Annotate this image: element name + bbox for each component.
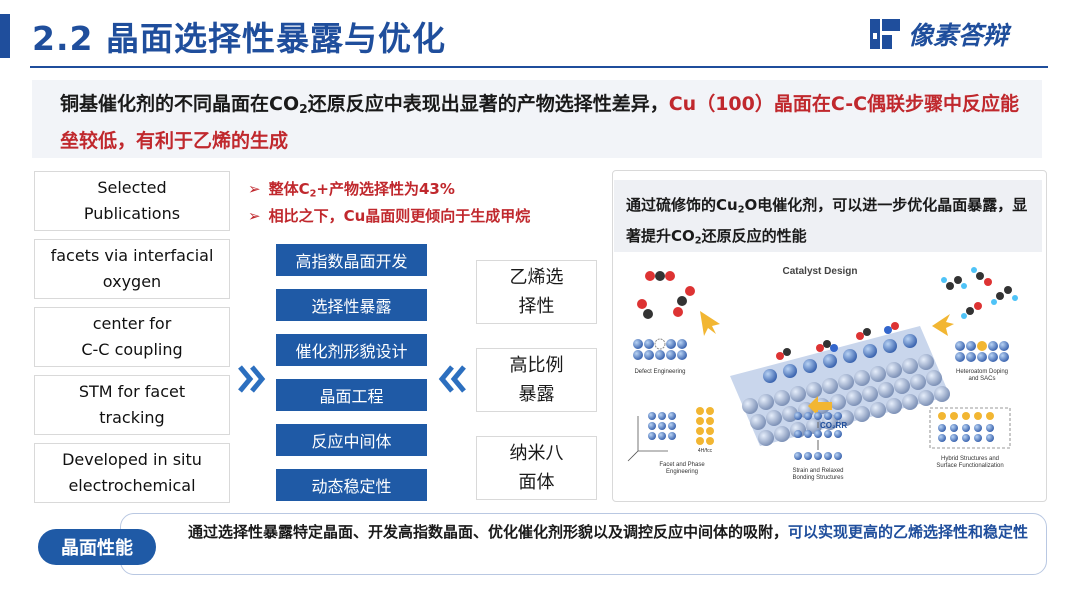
center-item-4: 晶面工程	[276, 379, 427, 411]
fig-label-heteroatom-2: and SACs	[968, 376, 995, 382]
pub-4-line1: STM for facet	[78, 382, 186, 401]
arrow-icon	[700, 311, 720, 336]
bullet-1-sub: 2	[309, 188, 317, 200]
header-accent-bar	[0, 14, 10, 58]
intro-part2: 还原反应中表现出显著的产物选择性差异，	[307, 93, 669, 115]
bullet-2: ➢ 相比之下，Cu晶面则更倾向于生成甲烷	[248, 205, 530, 226]
heteroatom-doping-illustration: Heteroatom Doping and SACs	[955, 341, 1009, 382]
panel-text-sub2: 2	[694, 235, 702, 247]
center-item-1: 高指数晶面开发	[276, 244, 427, 276]
bullet-2-text: 相比之下，Cu晶面则更倾向于生成甲烷	[268, 207, 531, 225]
defect-engineering-illustration: Defect Engineering	[633, 338, 687, 375]
catalyst-surface-slab: CO₂RR	[730, 322, 950, 446]
footer-text-main: 通过选择性暴露特定晶面、开发高指数晶面、优化催化剂形貌以及调控反应中间体的吸附，	[188, 523, 789, 541]
brand-mark-icon	[870, 19, 900, 49]
bullet-1-pre: 整体C	[268, 180, 310, 198]
center-item-5: 反应中间体	[276, 424, 427, 456]
fig-label-heteroatom-1: Heteroatom Doping	[956, 369, 1008, 375]
publication-box-2: facets via interfacial oxygen	[34, 239, 230, 299]
fig-label-facet-1: Facet and Phase	[659, 462, 705, 468]
pub-3-line1: center for	[92, 314, 172, 333]
intro-part1: 铜基催化剂的不同晶面在CO	[60, 93, 300, 115]
arrow-bullet-icon: ➢	[248, 207, 261, 225]
chevron-right-icon	[238, 365, 266, 393]
label-box-1: 乙烯选择性	[476, 260, 597, 324]
bullet-1: ➢ 整体C2+产物选择性为43%	[248, 178, 455, 199]
label-1-line1: 乙烯选	[509, 267, 564, 288]
brand-logo: 像素答辩	[868, 14, 1008, 54]
reactant-molecules	[637, 271, 695, 319]
label-1-line2: 择性	[518, 296, 555, 317]
page-title: 2.2 晶面选择性暴露与优化	[32, 19, 446, 58]
fig-label-strain-2: Bonding Structures	[792, 475, 843, 481]
co2rr-arrow-icon	[808, 396, 832, 416]
center-item-2: 选择性暴露	[276, 289, 427, 321]
brand-name: 像素答辩	[908, 21, 1009, 50]
arrow-bullet-icon: ➢	[248, 180, 261, 198]
intro-text: 铜基催化剂的不同晶面在CO2还原反应中表现出显著的产物选择性差异，Cu（100）…	[60, 88, 1035, 157]
pub-5-line1: Developed in situ	[62, 450, 202, 469]
pub-1-line1: Selected	[97, 178, 167, 197]
footer-tag: 晶面性能	[38, 529, 156, 565]
bullet-1-post: +产物选择性为43%	[316, 180, 455, 198]
catalyst-design-figure: Catalyst Design CO₂RR	[627, 266, 1018, 481]
footer-text: 通过选择性暴露特定晶面、开发高指数晶面、优化催化剂形貌以及调控反应中间体的吸附，…	[188, 519, 1038, 545]
header-divider	[30, 66, 1048, 68]
footer-box	[120, 513, 1047, 575]
fig-label-strain-1: Strain and Relaxed	[792, 468, 843, 474]
right-panel-text-bg	[614, 180, 1042, 252]
label-3-line1: 纳米八	[509, 443, 564, 464]
panel-text-post: 还原反应的性能	[701, 227, 807, 246]
footer-highlight: 可以实现更高的乙烯选择性和稳定性	[788, 523, 1029, 541]
center-item-6: 动态稳定性	[276, 469, 427, 501]
label-2-line2: 暴露	[518, 384, 555, 405]
right-panel-text: 通过硫修饰的Cu2O电催化剂，可以进一步优化晶面暴露，显著提升CO2还原反应的性…	[626, 192, 1036, 255]
arrow-icon	[932, 314, 954, 336]
pub-3-line2: C-C coupling	[81, 340, 183, 359]
label-box-2: 高比例暴露	[476, 348, 597, 412]
figure-center-label: CO₂RR	[820, 421, 847, 430]
panel-text-mid: O电催化剂，可以进一步优化晶面暴露，显著提升CO	[626, 196, 1028, 246]
right-panel	[612, 170, 1047, 502]
panel-text-sub: 2	[737, 204, 745, 216]
intro-background	[32, 80, 1042, 158]
fig-label-defect: Defect Engineering	[634, 369, 685, 375]
publication-box-5: Developed in situ electrochemical	[34, 443, 230, 503]
pub-4-line2: tracking	[99, 408, 165, 427]
fig-label-hybrid-2: Surface Functionalization	[936, 463, 1003, 469]
publication-box-4: STM for facet tracking	[34, 375, 230, 435]
product-molecules	[941, 267, 1018, 319]
hybrid-structure-illustration: Hybrid Structures and Surface Functional…	[929, 407, 1011, 469]
label-2-line1: 高比例	[509, 355, 564, 376]
figure-title: Catalyst Design	[782, 266, 857, 277]
fig-label-facet-2: Engineering	[666, 469, 698, 475]
pub-2-line1: facets via interfacial	[50, 246, 214, 265]
intro-highlight: Cu（100）晶面在C-C偶联步骤中反应能垒较低，有利于乙烯的生成	[60, 93, 1020, 153]
fig-label-phase: 4H/fcc	[698, 448, 713, 454]
strain-illustration: Strain and Relaxed Bonding Structures	[792, 412, 844, 481]
label-3-line2: 面体	[518, 472, 555, 493]
intro-subscript: 2	[299, 102, 308, 117]
label-box-3: 纳米八面体	[476, 436, 597, 500]
center-item-3: 催化剂形貌设计	[276, 334, 427, 366]
chevron-left-icon	[438, 365, 466, 393]
pub-2-line2: oxygen	[102, 272, 162, 291]
panel-text-pre: 通过硫修饰的Cu	[626, 196, 738, 214]
pub-5-line2: electrochemical	[68, 476, 196, 495]
fig-label-hybrid-1: Hybrid Structures and	[941, 456, 999, 462]
facet-phase-illustration: 4H/fcc Facet and Phase Engineering	[627, 407, 714, 475]
pub-1-line2: Publications	[83, 204, 181, 223]
